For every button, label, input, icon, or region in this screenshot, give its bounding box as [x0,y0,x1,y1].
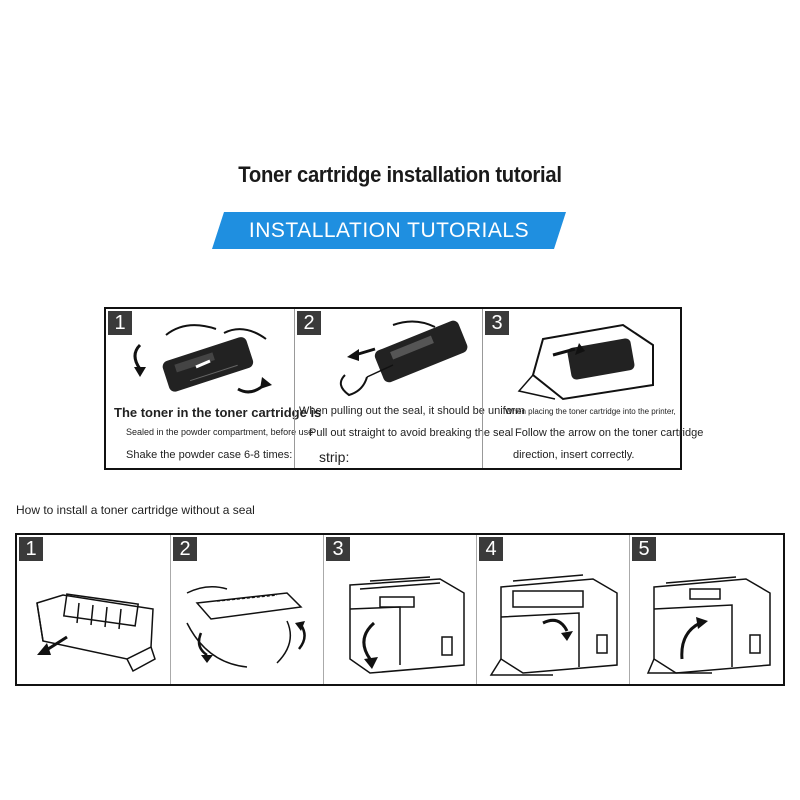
step-text-line: direction, insert correctly. [513,449,635,461]
bottom-step-2: 2 [170,535,323,684]
hands-shake-cartridge-icon [186,586,306,668]
step-text-line: When pulling out the seal, it should be … [299,405,525,417]
step-text-line: Shake the powder case 6-8 times: [126,449,293,461]
section-subtitle: How to install a toner cartridge without… [16,503,255,517]
step-text-line: Sealed in the powder compartment, before… [126,427,314,437]
banner-shape [212,212,566,249]
page-title: Toner cartridge installation tutorial [238,162,562,187]
step-text-line: Pull out straight to avoid breaking the … [309,427,514,439]
step-text-line: The toner in the toner cartridge is [114,405,322,420]
toner-cartridge-remove-icon [36,593,156,673]
step-text-line: When placing the toner cartridge into th… [505,407,676,416]
top-step-2: 2 When pulling out the seal, it should b… [294,309,525,468]
step-text-line: Follow the arrow on the toner cartridge [515,427,704,439]
top-step-3: 3 When placing the toner cartridge into … [482,309,703,468]
top-step-1: 1 The toner in the toner cartridge is Se… [106,309,321,468]
shake-cartridge-icon [133,324,272,394]
step-number: 2 [297,311,321,335]
banner-text: INSTALLATION TUTORIALS [248,219,530,242]
seal-installation-panel: 1 The toner in the toner cartridge is Se… [104,307,703,470]
bottom-step-3: 3 [323,535,476,684]
pull-seal-icon [339,320,468,397]
step-number: 4 [479,537,503,561]
step-text-line: strip: [319,449,350,465]
step-number: 5 [632,537,656,561]
bottom-step-4: 4 [476,535,629,684]
step-number: 3 [485,311,509,335]
insert-cartridge-printer-icon [517,323,654,401]
step-number: 3 [326,537,350,561]
printer-close-door-icon [646,576,771,674]
printer-open-door-icon [349,576,465,674]
step-number: 1 [19,537,43,561]
bottom-step-1: 1 [17,535,169,684]
bottom-step-5: 5 [629,535,782,684]
step-number: 1 [108,311,132,335]
step-number: 2 [173,537,197,561]
no-seal-installation-panel: 1 2 [15,533,785,686]
installation-banner: INSTALLATION TUTORIALS [212,212,566,249]
printer-insert-cartridge-icon [489,574,618,676]
